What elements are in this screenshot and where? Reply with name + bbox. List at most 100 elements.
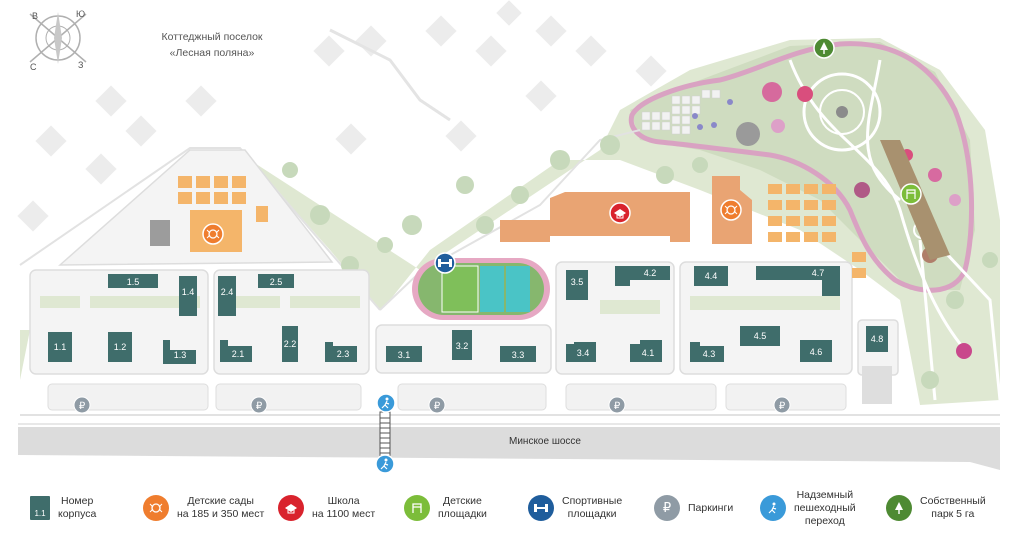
playground-marker[interactable] (900, 183, 922, 205)
building-4-6 (800, 340, 832, 362)
compass-south: С (30, 62, 37, 72)
map-legend: 1.1 Номер корпуса Детские сады на 185 и … (0, 480, 1024, 535)
tree-icon (886, 495, 912, 521)
legend-crossing: Надземный пешеходный переход (760, 488, 856, 528)
compass-east: В (32, 11, 38, 21)
building-3-3 (500, 346, 536, 362)
park-feature (854, 182, 870, 198)
building-4-1 (630, 340, 662, 362)
building-2-1 (220, 340, 252, 362)
kindergarten-icon (143, 495, 169, 521)
building-1-4 (179, 276, 197, 316)
parking-markers[interactable]: ₽ ₽ ₽ ₽ ₽ (73, 396, 791, 414)
building-4-4 (694, 266, 728, 286)
svg-text:₽: ₽ (434, 401, 441, 412)
building-3-5 (566, 270, 588, 300)
highway: Минское шоссе (18, 423, 1000, 470)
building-labels: 1.5 1.4 1.1 1.2 1.3 2.4 2.5 2.1 2.2 2.3 … (54, 268, 884, 360)
parking-marker: ₽ (608, 396, 626, 414)
building-2-2 (282, 326, 298, 362)
crossing-marker[interactable] (375, 454, 395, 474)
residential-buildings (48, 266, 888, 364)
building-4-7 (756, 266, 840, 296)
building-1-2 (108, 332, 132, 362)
map-title-line2: «Лесная поляна» (170, 47, 255, 59)
building-4-3 (690, 342, 724, 362)
building-label: 4.6 (810, 347, 823, 357)
sports-marker[interactable] (434, 252, 456, 274)
building-4-2 (615, 266, 670, 286)
sports-icon (528, 495, 554, 521)
building-label: 4.8 (871, 334, 884, 344)
compass-north: Ю (76, 9, 85, 19)
parking-marker: ₽ (73, 396, 91, 414)
building-1-3 (163, 340, 196, 364)
parking-icon: ₽ (654, 495, 680, 521)
building-label: 1.3 (174, 350, 187, 360)
svg-text:₽: ₽ (614, 401, 621, 412)
compass: В Ю С З (29, 9, 87, 72)
pedestrian-bridge (379, 411, 391, 459)
building-3-2 (452, 330, 472, 360)
building-1-5 (108, 274, 158, 288)
school-building (500, 192, 690, 242)
park-feature (771, 119, 785, 133)
legend-building-sample: 1.1 (34, 509, 46, 518)
legend-building-label: Номер корпуса (58, 495, 97, 520)
legend-park: Собственный парк 5 га (886, 488, 986, 528)
building-label: 1.4 (182, 287, 195, 297)
tree-clusters (282, 135, 998, 389)
crossing-marker[interactable] (376, 393, 396, 413)
park-plots (641, 89, 721, 135)
compass-west: З (78, 60, 83, 70)
legend-sports: Спортивные площадки (528, 488, 622, 528)
park-feature (956, 343, 972, 359)
building-label: 2.3 (337, 349, 350, 359)
legend-parking-label: Паркинги (688, 501, 734, 514)
svg-text:₽: ₽ (256, 401, 263, 412)
park-feature (797, 86, 813, 102)
building-4-5 (740, 326, 780, 346)
parking-strips (47, 383, 847, 411)
park-feature (928, 168, 942, 182)
pedestrian-crossing-icon (760, 495, 786, 521)
parking-marker: ₽ (428, 396, 446, 414)
park-lamps (692, 99, 733, 130)
building-number-icon: 1.1 (30, 496, 50, 520)
building-label: 3.2 (456, 341, 469, 351)
parking-marker: ₽ (773, 396, 791, 414)
building-label: 2.1 (232, 349, 245, 359)
park-marker[interactable] (813, 37, 835, 59)
building-label: 4.4 (705, 271, 718, 281)
kindergarten-marker[interactable] (202, 223, 224, 245)
building-label: 4.5 (754, 331, 767, 341)
building-label: 1.2 (114, 342, 127, 352)
building-label: 3.5 (571, 277, 584, 287)
kindergarten-marker[interactable] (720, 199, 742, 221)
building-3-4 (566, 342, 596, 362)
park-feature (949, 194, 961, 206)
legend-kindergarten-label: Детские сады на 185 и 350 мест (177, 495, 265, 520)
kindergarten-cottages (178, 176, 268, 222)
legend-sports-label: Спортивные площадки (562, 495, 623, 520)
building-label: 1.5 (127, 277, 140, 287)
utility-building (150, 220, 170, 246)
townhouses (768, 184, 866, 278)
legend-school-label: Школа на 1100 мест (312, 495, 376, 520)
building-label: 4.1 (642, 348, 655, 358)
building-4-8 (866, 326, 888, 352)
parking-marker: ₽ (250, 396, 268, 414)
building-label: 4.2 (644, 268, 657, 278)
building-1-1 (48, 332, 72, 362)
legend-school: Школа на 1100 мест (278, 488, 375, 528)
svg-text:₽: ₽ (779, 401, 786, 412)
school-marker[interactable] (609, 202, 631, 224)
playground-icon (404, 495, 430, 521)
building-label: 2.4 (221, 287, 234, 297)
stadium (412, 258, 550, 320)
legend-playground: Детские площадки (404, 488, 487, 528)
building-2-4 (218, 276, 236, 316)
school-icon (278, 495, 304, 521)
building-2-5 (258, 274, 294, 288)
